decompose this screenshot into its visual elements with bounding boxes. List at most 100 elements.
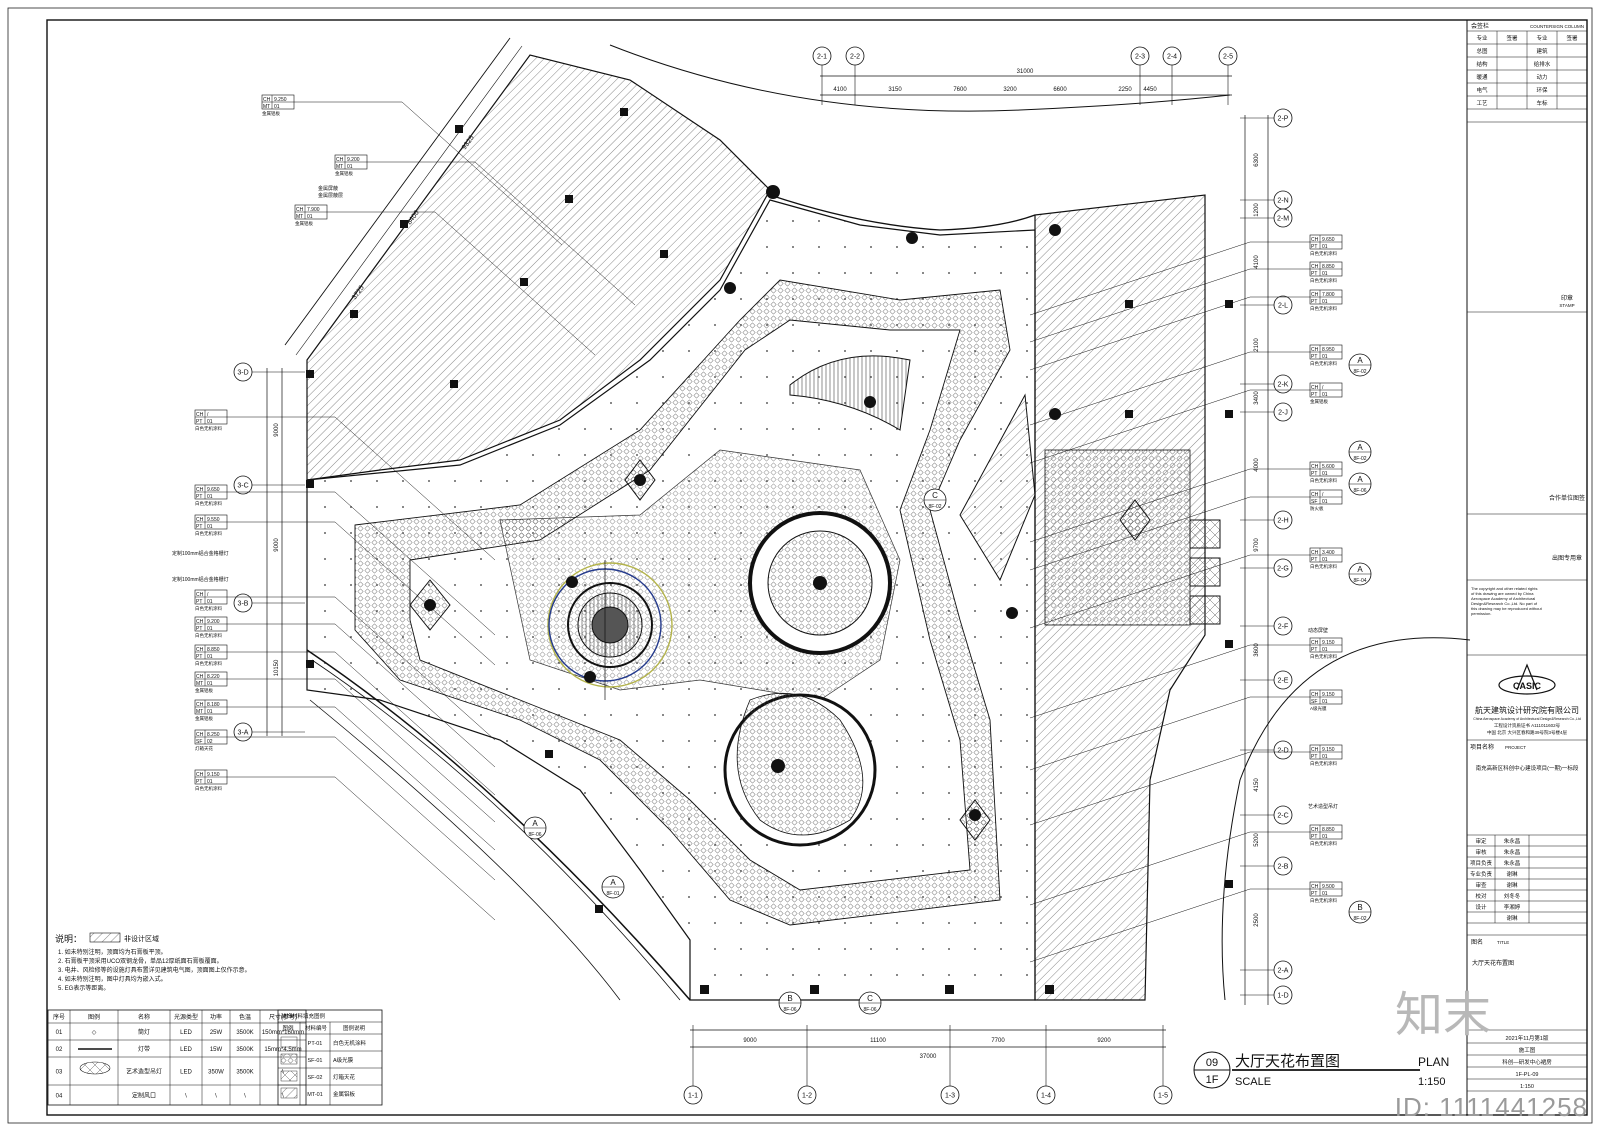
callout-right-value: 9.150 [1322, 692, 1335, 698]
chandelier-point-1 [566, 576, 578, 588]
section-marker-letter: C [867, 994, 873, 1003]
hatch-swatch [89, 932, 121, 943]
tb-role-name: 刘冬冬 [1504, 892, 1521, 900]
callout-right-code: CH [1311, 347, 1319, 353]
light-table-cell: \ [185, 1094, 187, 1100]
light-table-cell: 150mm*160mm [262, 1030, 304, 1036]
grid-top-label: 2-5 [1223, 54, 1233, 61]
ceiling-plan: 3725 8400 9325 [284, 37, 1471, 1001]
grid-right-label: 2-H [1277, 518, 1288, 525]
callout-left-code: MT [296, 214, 303, 220]
drawing-number: 09 [1206, 1057, 1218, 1069]
grid-right-label: 2-D [1277, 748, 1288, 755]
light-table-cell: 筒灯 [138, 1028, 150, 1036]
callout-right-material: 防火板 [1310, 505, 1324, 512]
grid-right-label: 2-N [1277, 198, 1288, 205]
callout-left-value: 01 [207, 599, 213, 605]
dim-bottom-total: 37000 [920, 1054, 937, 1060]
dim-right: 6300 [1254, 153, 1260, 167]
callout-right-value: 01 [1322, 557, 1328, 563]
callout-right-value: 5.600 [1322, 464, 1335, 470]
callout-left-material: 灯箱天花 [195, 745, 213, 752]
scale-label: SCALE [1235, 1076, 1271, 1088]
callout-right-code: PT [1311, 299, 1317, 305]
tb-role: 审查 [1475, 881, 1487, 889]
callout-right-value: 8.850 [1322, 264, 1335, 270]
material-header: 图例说明 [343, 1024, 366, 1032]
tb-role: 项目负责 [1470, 859, 1493, 867]
elevator-3 [1189, 595, 1221, 625]
callout-left-leader [227, 706, 496, 851]
tb-sign-cell: 建筑 [1536, 47, 1548, 55]
tb-sign-cell: 工艺 [1476, 100, 1488, 107]
tb-drawing-name: 大厅天花布置图 [1472, 959, 1514, 967]
tb-sign-cell: 动力 [1536, 73, 1547, 81]
callout-left-value: 01 [207, 709, 213, 715]
callout-right-material: 白色无机涂料 [1310, 277, 1337, 284]
callout-right-material: 白色无机涂料 [1310, 477, 1337, 484]
tb-copyright: Design&Research Co.,Ltd. No part of [1471, 601, 1538, 606]
grid-left-label: 3-C [237, 483, 248, 490]
light-table-header: 色温 [239, 1013, 251, 1021]
callout-right-code: PT [1311, 891, 1317, 897]
callout-left-material: 白色无机涂料 [195, 425, 222, 432]
tb-drawing-name-label-en: TITLE [1497, 940, 1509, 945]
callout-right-leader [1029, 468, 1310, 543]
light-table-header: 尺寸(参考) [269, 1013, 297, 1021]
tb-role-name: 谢琳 [1506, 881, 1518, 889]
art-chandelier-core [591, 606, 629, 644]
annotation: 动态屏壁 [1308, 627, 1328, 634]
light-table-header: 功率 [210, 1013, 222, 1021]
column [810, 985, 819, 994]
callout-left-code: CH [336, 157, 344, 163]
column [945, 985, 954, 994]
column [1225, 410, 1233, 418]
callout-left-value: 01 [274, 104, 280, 110]
column [700, 985, 709, 994]
callout-right-leader [1029, 296, 1310, 371]
callout-right-value: 01 [1322, 354, 1328, 360]
dim-top: 6600 [1053, 87, 1067, 93]
section-marker-ref: 8F-06 [1353, 488, 1366, 494]
callout-right-material: 金属铝板 [1310, 398, 1328, 405]
section-marker-letter: A [1357, 356, 1363, 365]
grid-right-label: 2-G [1277, 566, 1289, 573]
column [1125, 410, 1133, 418]
callout-right-value: 8.950 [1322, 347, 1335, 353]
callout-right-material: 白色无机涂料 [1310, 897, 1337, 904]
callout-left-code: PT [196, 626, 202, 632]
grid-right-label: 2-A [1278, 968, 1289, 975]
round-downlights [424, 185, 1061, 821]
dim-right: 4000 [1254, 458, 1260, 472]
callout-right-value: 9.650 [1322, 237, 1335, 243]
tb-sign-cell: 总图 [1476, 47, 1488, 55]
callout-left-value: 7.900 [307, 207, 320, 213]
column [1225, 880, 1233, 888]
drawing-title: 09 1F 大厅天花布置图 PLAN SCALE 1:150 [1193, 1051, 1449, 1089]
light-table-cell: 04 [56, 1094, 63, 1100]
callout-left-code: MT [263, 104, 270, 110]
callout-left-value: / [207, 592, 209, 598]
grid-bottom-label: 1-1 [688, 1093, 698, 1100]
callout-left-code: CH [196, 487, 204, 493]
tb-sign-cell: 签署 [1506, 34, 1518, 42]
callout-left-material: 金属铝板 [335, 170, 353, 177]
callout-right-value: 01 [1322, 392, 1328, 398]
diag-dim-line [284, 37, 511, 346]
callout-right-material: 白色无机涂料 [1310, 360, 1337, 367]
callout-right-code: SF [1311, 699, 1317, 705]
note-line: 2. 石膏板平顶采用UCO双钢龙骨，单品12厚纸面石膏板覆面。 [58, 957, 223, 965]
grid-bottom-label: 1-4 [1041, 1093, 1051, 1100]
callout-left-value: 9.550 [207, 517, 220, 523]
grid-top-label: 2-2 [850, 54, 860, 61]
tb-sign-cell: 专业 [1536, 34, 1548, 42]
annotation: 金属屏蔽 [318, 185, 338, 192]
note-line: 3. 电井、风检修等的设施灯具布置详见建筑电气图，顶面图上仅作示意。 [58, 966, 251, 974]
light-table-cell: LED [180, 1030, 192, 1036]
